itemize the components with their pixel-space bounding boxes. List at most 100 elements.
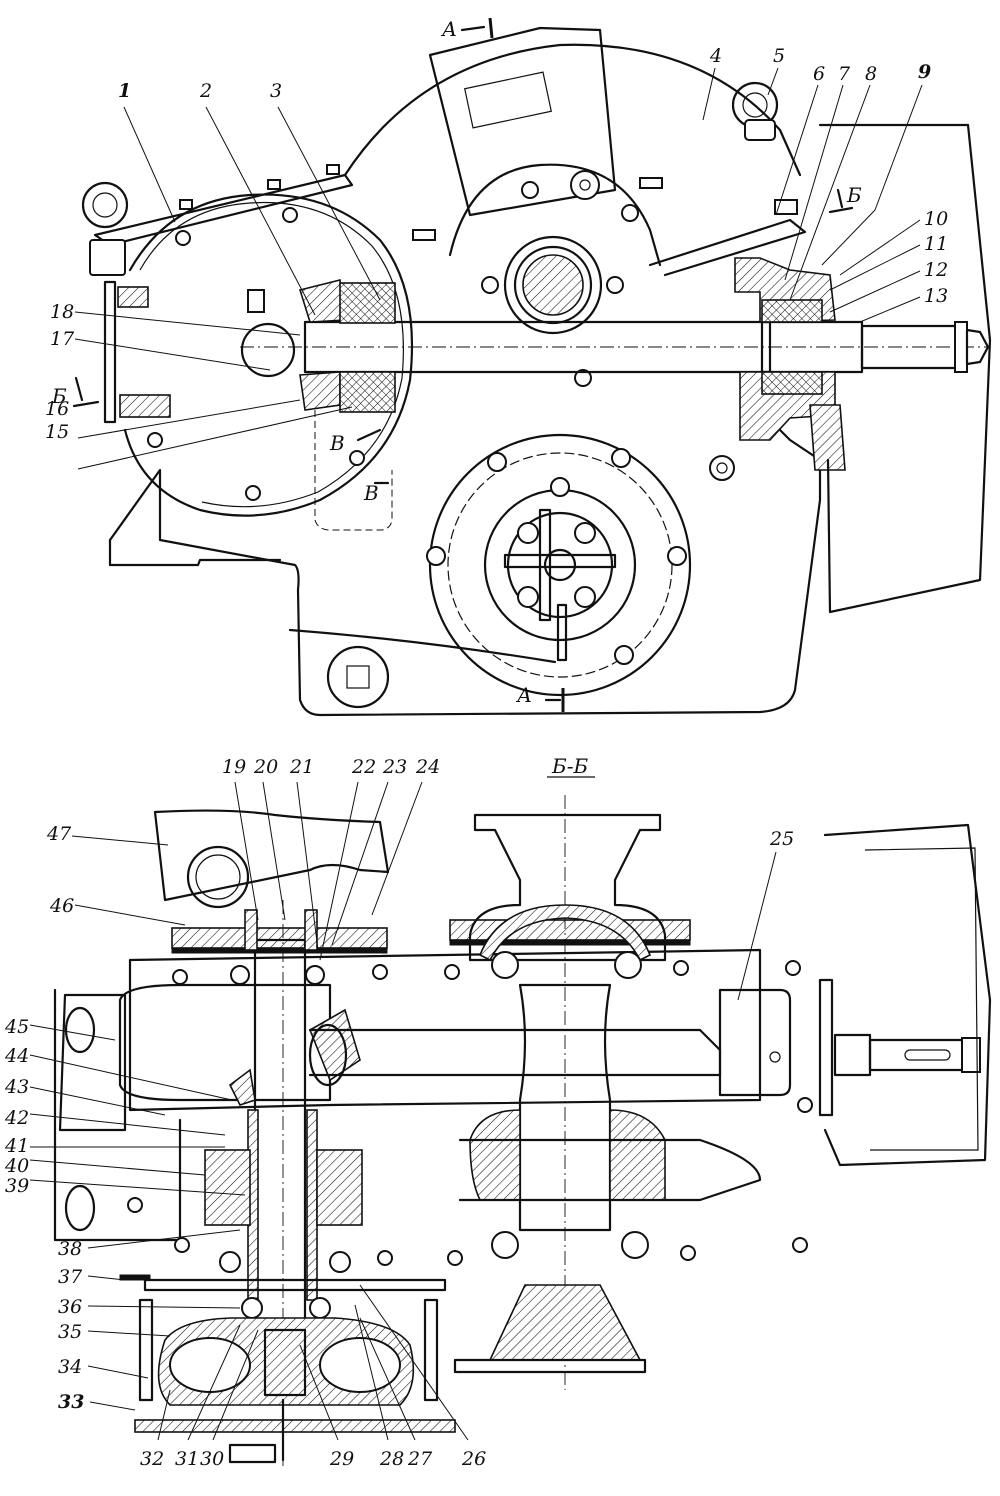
- motor-pulley: [186, 845, 250, 909]
- hub-nut-left: [412, 229, 436, 241]
- callout-38: 38: [58, 1238, 82, 1260]
- section-arrow-b-right: [828, 188, 854, 214]
- callout-17: 17: [50, 328, 75, 350]
- coupling-key-horizontal: [503, 553, 617, 569]
- ball-bearing-lower-left: [219, 1251, 241, 1273]
- pump-side-wall-left: [138, 1298, 154, 1402]
- callout-40: 40: [4, 1155, 29, 1177]
- housing-base-outline: [108, 398, 822, 717]
- bevel-gear-face: [308, 1023, 348, 1087]
- left-frame-outline: [53, 988, 182, 1242]
- pump-chamber-left: [169, 1337, 251, 1393]
- lower-coupling-outer: [428, 433, 692, 697]
- shaft-bushing-right: [306, 1109, 318, 1301]
- drain-fitting: [228, 1443, 277, 1464]
- foot-boss: [326, 645, 390, 709]
- callout-44: 44: [4, 1045, 29, 1067]
- bottom-callouts: 19 20 21 22 23 24 25 26 27 28 29 30 31: [4, 756, 794, 1470]
- coupling-drain-plug: [556, 603, 568, 662]
- ball-bearing-bottom-left: [241, 1297, 263, 1319]
- left-bracket-slot-lower: [64, 1184, 96, 1232]
- hub-bolt-a: [521, 181, 539, 199]
- callout-27: 27: [407, 1448, 433, 1470]
- pump-chamber-right: [319, 1337, 401, 1393]
- callout-15: 15: [45, 421, 69, 443]
- callout-6: 6: [813, 63, 825, 85]
- right-disc: [818, 978, 834, 1117]
- right-housing-inner: [864, 847, 979, 1151]
- output-base-flange: [488, 1284, 642, 1361]
- callout-30: 30: [200, 1448, 224, 1470]
- right-shaft-collar: [833, 1033, 872, 1077]
- callout-41: 41: [4, 1135, 29, 1157]
- ball-bearing-bottom-right: [309, 1297, 331, 1319]
- callout-29: 29: [329, 1448, 354, 1470]
- lifting-eye-right: [731, 81, 779, 141]
- hub-bolt-e: [574, 369, 592, 387]
- callout-24: 24: [415, 756, 440, 778]
- gasket-right: [449, 939, 691, 946]
- bracket-arm: [648, 218, 807, 277]
- housing-bolts: [127, 960, 813, 1266]
- bevel-gear-right: [308, 1008, 361, 1082]
- callout-18: 18: [50, 301, 74, 323]
- bevel-gear-upper: [298, 279, 346, 323]
- hub-pin-center: [579, 179, 591, 191]
- hub-bolt-d: [606, 276, 624, 294]
- housing-step: [108, 538, 282, 567]
- callout-21: 21: [289, 756, 314, 778]
- pump-impeller-shaft: [263, 1328, 307, 1397]
- left-gear-cover: [123, 193, 414, 517]
- section-cut-a-top: [488, 17, 494, 39]
- callout-47: 47: [46, 823, 72, 845]
- callout-12: 12: [924, 259, 948, 281]
- section-marker-v-upper: В: [329, 431, 345, 455]
- ball-bearing-top-left: [230, 965, 250, 985]
- section-marker-a-bottom: А: [515, 683, 532, 707]
- output-bearing-bottom-left: [491, 1231, 519, 1259]
- motor-body: [153, 809, 390, 902]
- worm-housing-arc: [343, 43, 802, 177]
- callout-9: 9: [918, 61, 931, 83]
- worm-shaft-upper: [308, 1028, 722, 1077]
- bevel-plug: [247, 289, 265, 313]
- output-base-plate: [453, 1358, 647, 1374]
- pump-base-plate: [134, 1419, 456, 1433]
- output-flange: [468, 813, 667, 962]
- gear-hub: [448, 163, 662, 267]
- hub-nut-right: [639, 177, 663, 189]
- callout-13: 13: [924, 285, 948, 307]
- lower-coupling-bolt-circle: [447, 452, 673, 678]
- bearing-cup-left: [204, 1149, 251, 1226]
- callout-16: 16: [45, 398, 69, 420]
- callout-8: 8: [865, 63, 877, 85]
- output-bearing-top-left: [491, 951, 519, 979]
- worm-wheel-left: [469, 1109, 521, 1201]
- left-gear-cover-inner: [139, 201, 404, 508]
- shaft-nut: [965, 328, 990, 366]
- right-shaft-nut: [961, 1037, 981, 1073]
- vertical-shaft: [253, 938, 307, 1332]
- section-marker-b-left: Б: [51, 384, 67, 408]
- ball-bearing-lower-right: [329, 1251, 351, 1273]
- output-shaft: [518, 983, 612, 1232]
- bearing-cup-right: [316, 1149, 363, 1226]
- bracket-nut: [774, 199, 798, 215]
- right-pulley-block: [718, 988, 792, 1097]
- section-marker-v-lower: В: [363, 481, 379, 505]
- gasket-left: [171, 947, 388, 954]
- pump-top-flange: [143, 1278, 447, 1292]
- coupling-center-bore: [543, 548, 577, 582]
- pump-side-wall-right: [423, 1298, 439, 1402]
- callout-23: 23: [382, 756, 407, 778]
- callout-26: 26: [461, 1448, 486, 1470]
- hub-bolt-c: [481, 276, 499, 294]
- motor-box: [428, 26, 617, 217]
- lifting-eye-left: [81, 181, 129, 276]
- ball-bearing-top-right: [305, 965, 325, 985]
- callout-34: 34: [58, 1356, 82, 1378]
- motor-pulley-inner: [195, 854, 241, 900]
- callout-42: 42: [4, 1107, 29, 1129]
- hub-bolt-b: [621, 204, 639, 222]
